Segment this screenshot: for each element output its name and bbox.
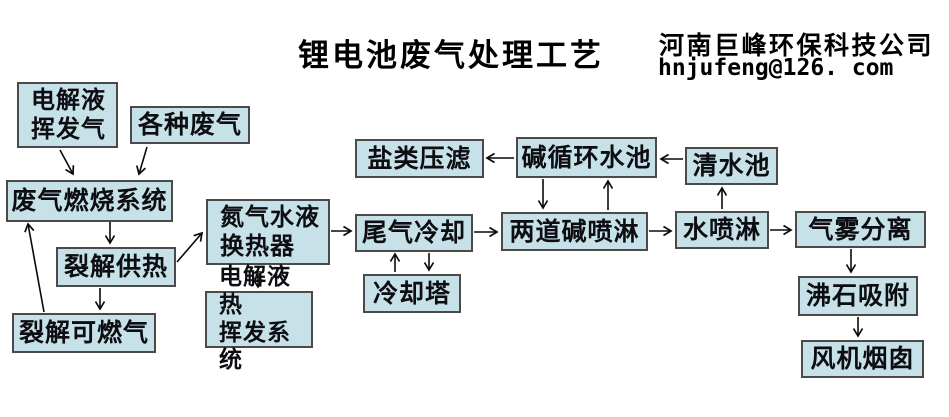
node-water-spray: 水喷淋: [675, 211, 769, 249]
node-various-waste-gas: 各种废气: [130, 106, 250, 144]
page-title: 锂电池废气处理工艺: [298, 38, 604, 74]
node-waste-gas-combustion: 废气燃烧系统: [6, 180, 173, 222]
node-electrolyte-vapor: 电解液 挥发气: [17, 82, 118, 148]
node-gas-mist-separation: 气雾分离: [795, 211, 926, 248]
node-salt-filter-press: 盐类压滤: [355, 139, 484, 178]
node-electrolyte-thermal-evaporation: 电解液热 挥发系统: [205, 264, 313, 373]
node-nitrogen-water-heat-exchanger: 氮气水液 换热器: [206, 199, 330, 265]
edge-electrolyte-vapor-to-combustion: [59, 149, 75, 176]
node-pyrolysis-fuel-gas: 裂解可燃气: [12, 313, 156, 353]
node-pyrolysis-heating: 裂解供热: [56, 247, 176, 287]
node-alkali-circulation-pool: 碱循环水池: [516, 137, 657, 178]
company-email: hnjufeng@126. com: [658, 55, 894, 81]
node-double-alkali-spray: 两道碱喷淋: [501, 212, 648, 251]
node-zeolite-adsorption: 沸石吸附: [798, 276, 918, 316]
edge-various-waste-gas-to-combustion: [135, 146, 148, 176]
node-cooling-tower: 冷却塔: [363, 274, 461, 313]
node-fan-chimney: 风机烟囱: [801, 340, 924, 378]
node-clean-water-pool: 清水池: [685, 147, 778, 185]
edge-fuel-gas-to-combustion: [24, 222, 45, 313]
company-name: 河南巨峰环保科技公司: [659, 31, 935, 60]
edge-pyrolysis-heating-to-heat-exchanger: [176, 231, 204, 263]
node-tail-gas-cooling: 尾气冷却: [355, 214, 473, 252]
